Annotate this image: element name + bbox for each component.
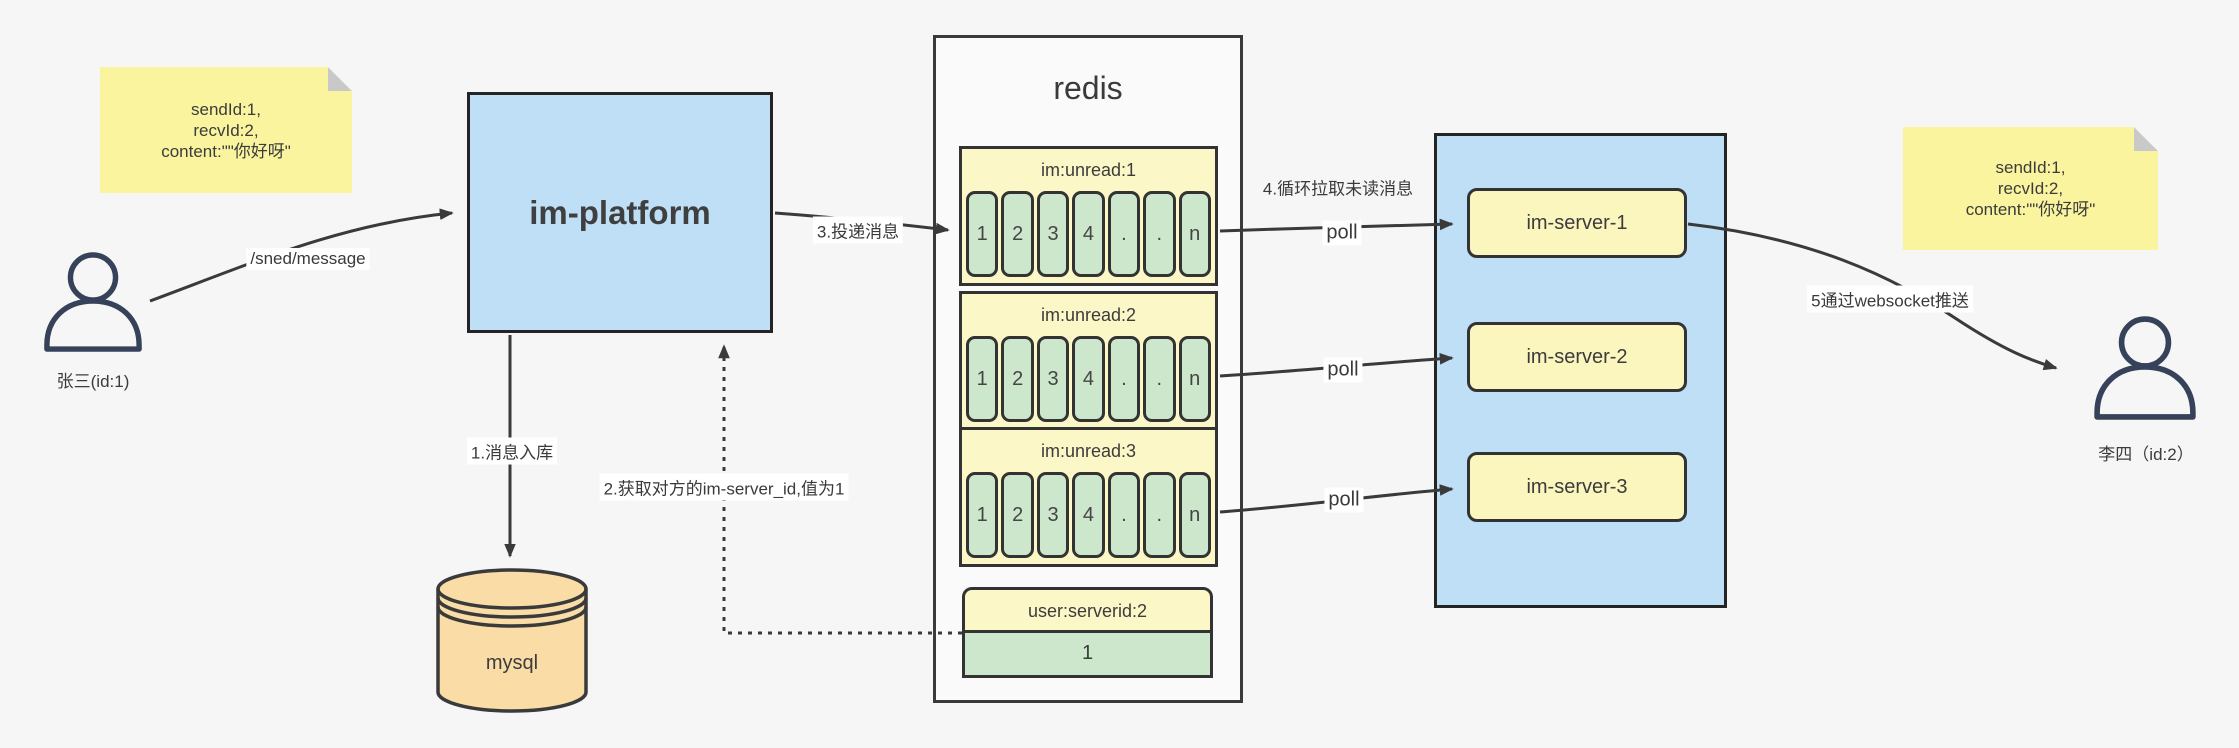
note-fold-corner: [2134, 127, 2158, 151]
note-line: content:""你好呀": [1965, 200, 2096, 219]
queue-cell: n: [1178, 472, 1211, 558]
edge-label-step2: 2.获取对方的im-server_id,值为1: [599, 473, 849, 501]
redis-title: redis: [1053, 70, 1123, 106]
note-line: sendId:1,: [191, 99, 261, 119]
edge-label-step4: 4.循环拉取未读消息: [1262, 179, 1414, 199]
note-line: recvId:2,: [1997, 179, 2064, 198]
sticky-note-sender: sendId:1, recvId:2, content:""你好呀": [100, 67, 352, 193]
queue-cell: .: [1107, 336, 1141, 422]
im-server-3-label: im-server-3: [1526, 475, 1628, 498]
mysql-cylinder: [436, 568, 588, 713]
im-platform-label: im-platform: [529, 193, 711, 231]
edge-label-step3: 3.投递消息: [812, 216, 904, 244]
im-server-3-box: im-server-3: [1467, 452, 1687, 522]
queue-cell: 1: [966, 336, 999, 422]
queue-cell: 3: [1036, 336, 1070, 422]
queue-cells: 1 2 3 4 . . n: [962, 472, 1215, 558]
user-serverid-block: user:serverid:2 1: [962, 587, 1213, 678]
mysql-label: mysql: [485, 652, 539, 674]
user-serverid-value: 1: [962, 633, 1213, 678]
sticky-note-receiver: sendId:1, recvId:2, content:""你好呀": [1903, 127, 2158, 250]
queue-cell: .: [1107, 472, 1141, 558]
queue-cell: .: [1143, 472, 1176, 558]
queue-im-unread-1: im:unread:1 1 2 3 4 . . n: [959, 146, 1218, 286]
im-platform-box: im-platform: [467, 92, 773, 333]
queue-im-unread-2: im:unread:2 1 2 3 4 . . n: [959, 291, 1218, 431]
im-server-2-box: im-server-2: [1467, 322, 1687, 392]
queue-cell: 3: [1036, 191, 1070, 277]
queue-cell: 1: [966, 472, 999, 558]
edge-label-poll-2: poll: [1323, 357, 1363, 383]
receiver-label: 李四（id:2）: [2098, 445, 2194, 464]
edge-label-step1: 1.消息入库: [466, 437, 558, 465]
queue-cell: 1: [966, 191, 999, 277]
note-fold-corner: [328, 67, 352, 91]
queue-title: im:unread:3: [1040, 441, 1137, 461]
user-serverid-title: user:serverid:2: [962, 587, 1213, 633]
im-server-2-label: im-server-2: [1526, 345, 1628, 368]
queue-cells: 1 2 3 4 . . n: [962, 191, 1215, 277]
im-server-1-label: im-server-1: [1526, 211, 1628, 234]
queue-cell: n: [1178, 191, 1211, 277]
edge-label-poll-3: poll: [1324, 487, 1364, 513]
queue-cell: 2: [1001, 336, 1034, 422]
note-line: content:""你好呀": [161, 141, 291, 161]
queue-cell: 4: [1072, 472, 1105, 558]
sender-label: 张三(id:1): [56, 372, 130, 391]
edge-label-send: /sned/message: [246, 248, 370, 270]
sender-user-icon: [44, 252, 142, 352]
queue-cell: 3: [1036, 472, 1070, 558]
queue-cell: .: [1143, 191, 1176, 277]
queue-cell: n: [1178, 336, 1211, 422]
note-line: recvId:2,: [193, 120, 259, 140]
edge-label-poll-1: poll: [1322, 220, 1362, 246]
note-line: sendId:1,: [1995, 158, 2066, 177]
queue-cell: .: [1143, 336, 1176, 422]
receiver-user-icon: [2094, 316, 2196, 420]
im-server-1-box: im-server-1: [1467, 188, 1687, 258]
queue-im-unread-3: im:unread:3 1 2 3 4 . . n: [959, 427, 1218, 567]
queue-title: im:unread:1: [1040, 160, 1137, 180]
queue-cell: 2: [1001, 472, 1034, 558]
edge-label-step5: 5通过websocket推送: [1807, 285, 1973, 313]
queue-cell: .: [1107, 191, 1141, 277]
queue-cell: 2: [1001, 191, 1034, 277]
queue-cell: 4: [1072, 336, 1105, 422]
queue-cell: 4: [1072, 191, 1105, 277]
queue-title: im:unread:2: [1040, 305, 1137, 325]
queue-cells: 1 2 3 4 . . n: [962, 336, 1215, 422]
